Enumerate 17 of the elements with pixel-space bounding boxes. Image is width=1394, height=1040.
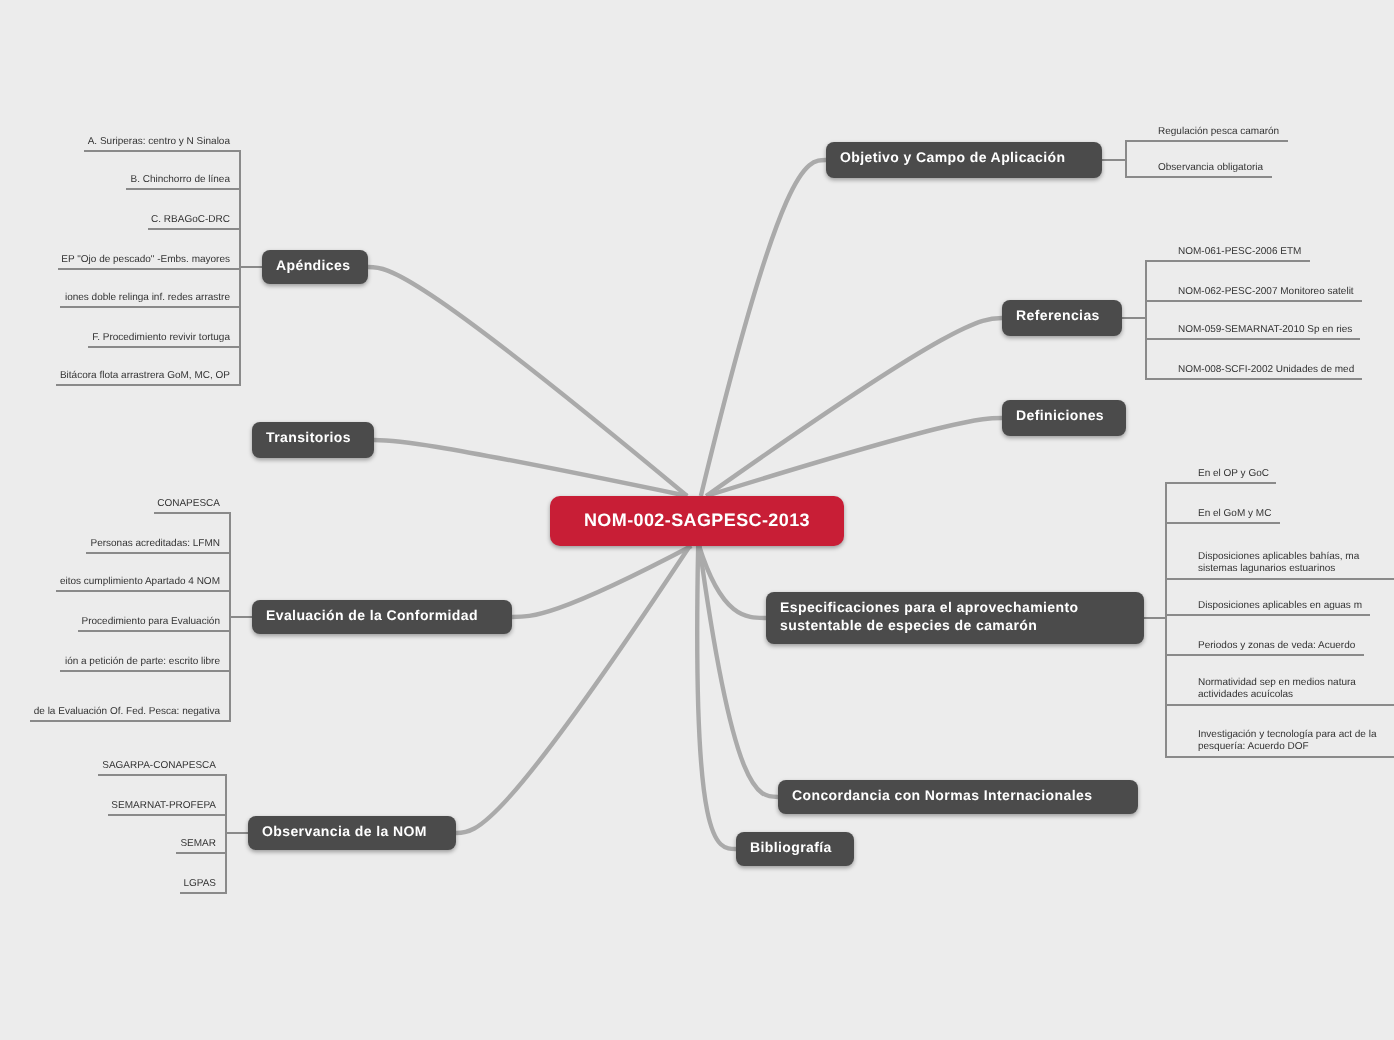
connector-line: [698, 157, 827, 497]
connector-line: [695, 545, 737, 852]
connector-line: [512, 544, 693, 620]
connector-line: [1101, 159, 1273, 178]
connector-line: [1121, 317, 1363, 380]
connector-line: [697, 545, 766, 621]
connector-line: [29, 616, 253, 722]
connector-line: [367, 264, 689, 498]
connector-line: [705, 415, 1003, 499]
central-topic: NOM-002-SAGPESC-2013: [550, 496, 844, 546]
connector-line: [697, 545, 779, 800]
connector-line: [179, 832, 249, 894]
connector-line: [55, 266, 263, 386]
connector-line: [1143, 617, 1394, 758]
connector-line: [455, 544, 692, 836]
connector-line: [374, 437, 688, 499]
connector-line: [704, 315, 1003, 498]
